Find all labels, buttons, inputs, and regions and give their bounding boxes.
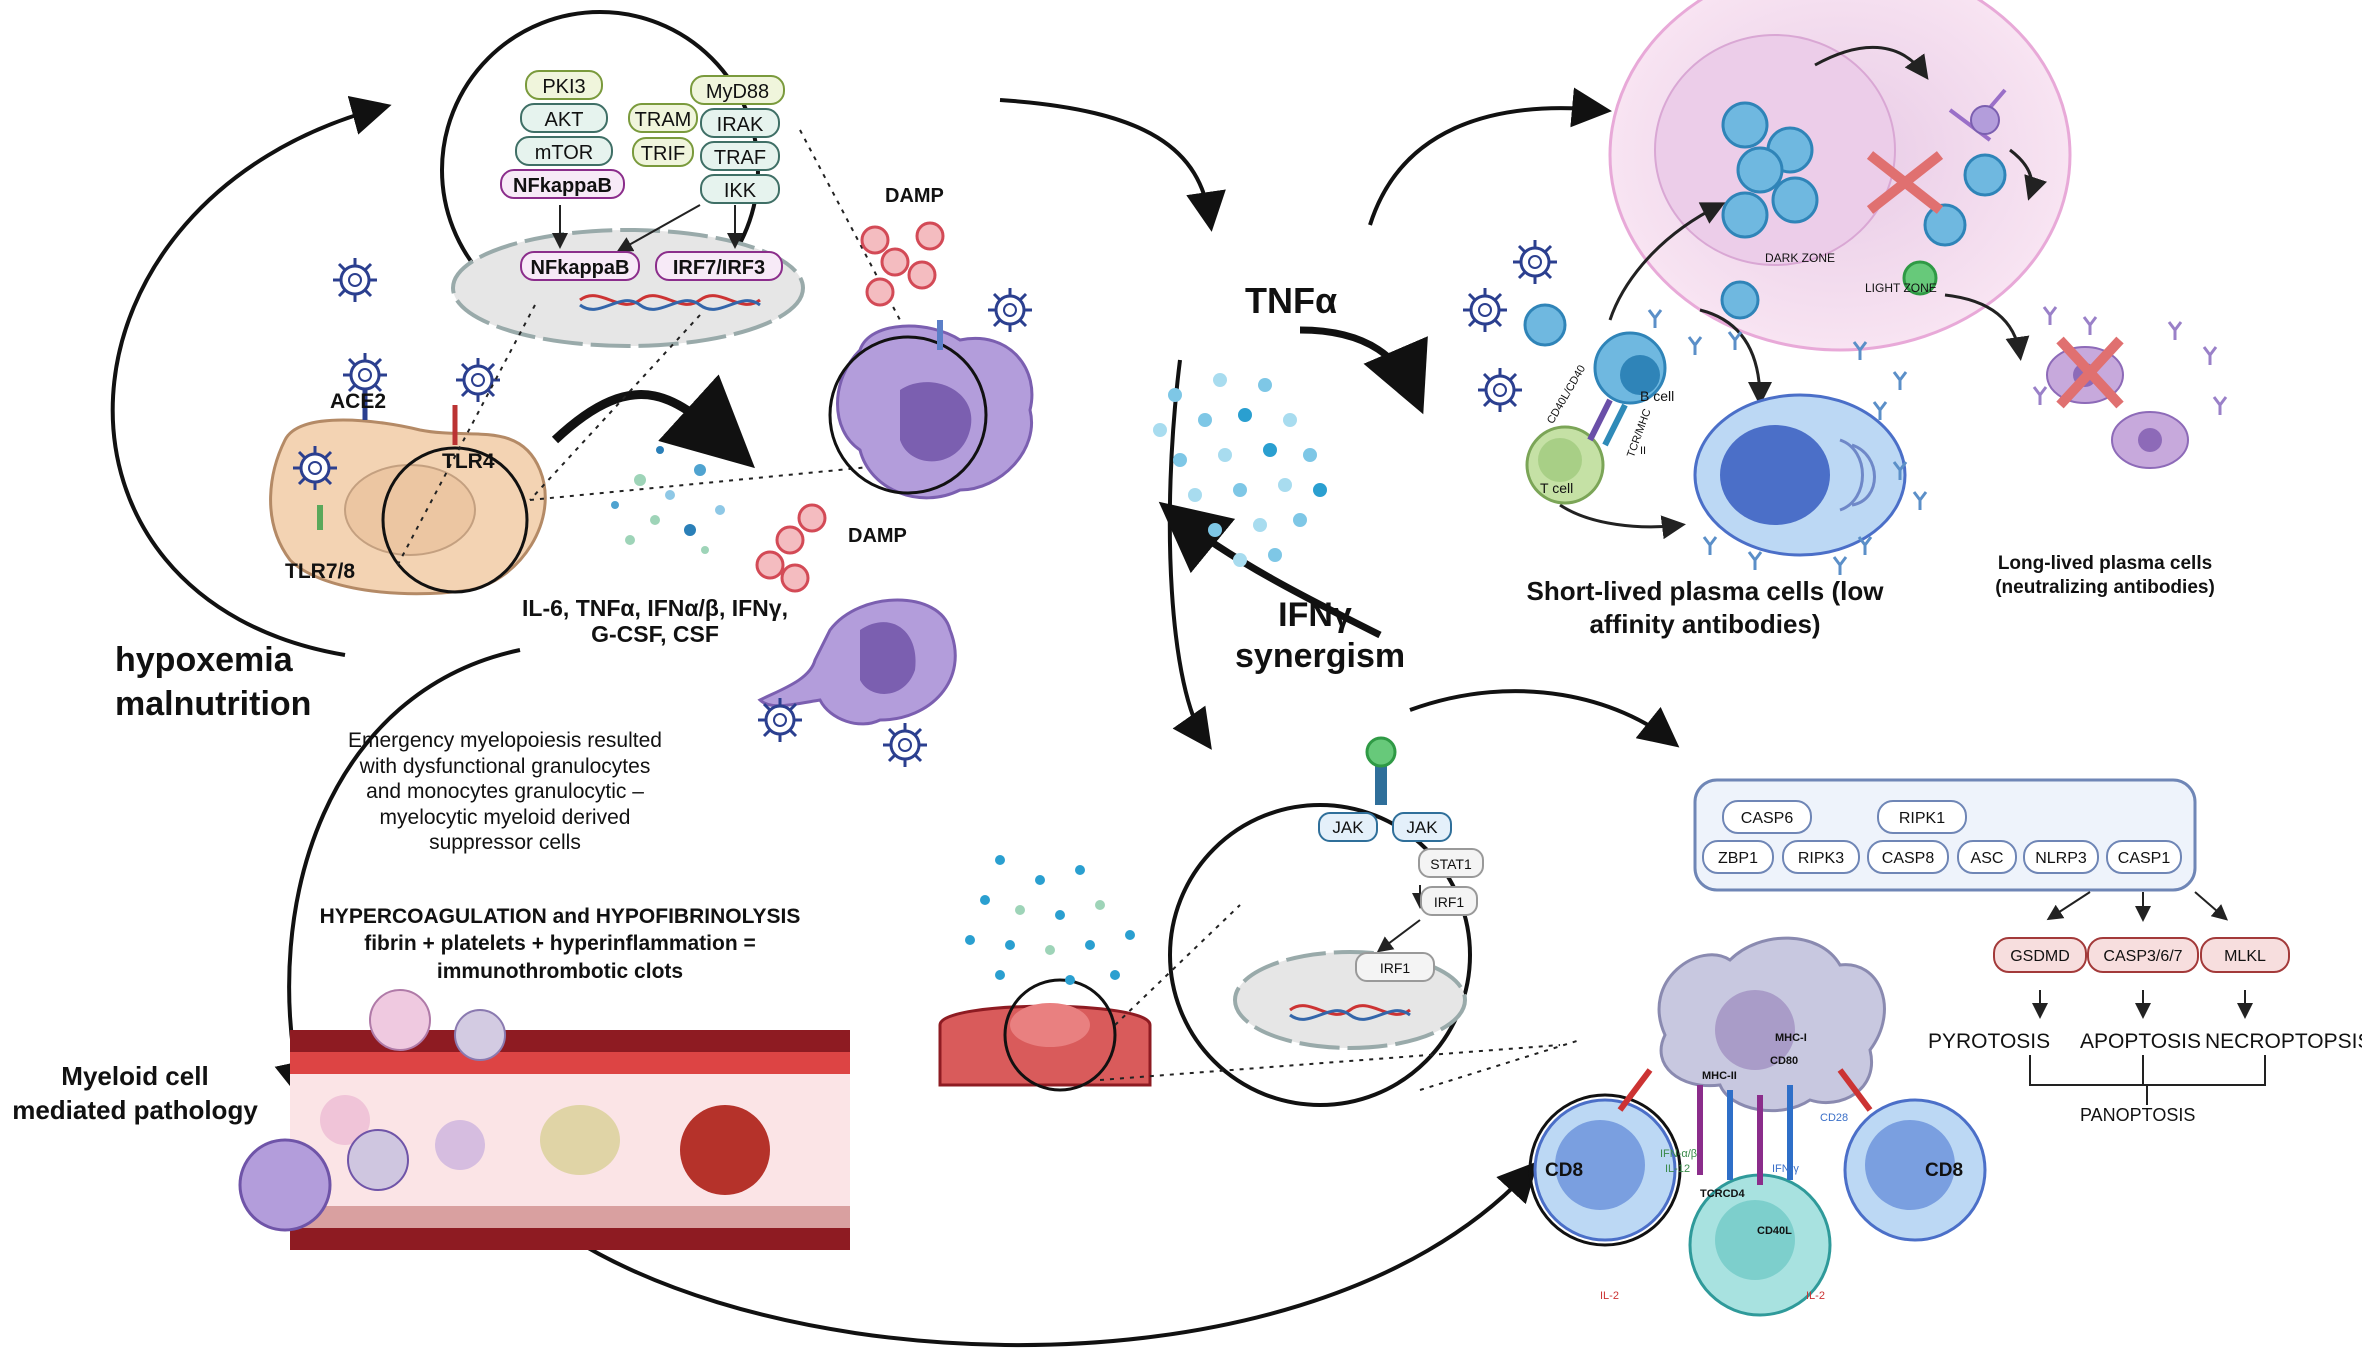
zoom-dotted-lines — [394, 129, 901, 571]
cytokine-dots — [611, 446, 725, 554]
tcrcd4-label: TCRCD4 — [1700, 1188, 1745, 1200]
cytokine-cloud — [1153, 373, 1327, 567]
trif-pill: TRIF — [632, 137, 694, 167]
cd40l-label: CD40L — [1757, 1225, 1792, 1237]
flow-arrows — [110, 87, 1680, 1348]
stat1-pill: STAT1 — [1418, 848, 1484, 878]
endothelial-vessel — [938, 736, 1581, 1107]
germinal-center — [1523, 0, 2072, 352]
mtor-pill: mTOR — [515, 136, 613, 166]
germinal-arrows — [1559, 45, 2048, 540]
traf-pill: TRAF — [700, 141, 780, 171]
casp6-pill: CASP6 — [1722, 800, 1812, 834]
irf-pill: IRF7/IRF3 — [655, 251, 783, 281]
long-lived-plasma-label: Long-lived plasma cells(neutralizing ant… — [1995, 553, 2215, 598]
damp-particles — [755, 221, 945, 593]
il2-left-label: IL-2 — [1600, 1290, 1619, 1302]
apoptosis-label: APOPTOSIS — [2080, 1030, 2201, 1053]
b-cell-label: B cell — [1640, 388, 1675, 404]
blood-vessel-left — [238, 989, 850, 1250]
ifn-ab-label: IFN-α/β — [1660, 1148, 1698, 1160]
asc-pill: ASC — [1957, 840, 2017, 874]
cd8-left-label: CD8 — [1545, 1160, 1584, 1181]
irak-pill: IRAK — [700, 108, 780, 138]
necroptosis-label: NECROPTOPSIS — [2205, 1030, 2362, 1053]
ifng-small-label: IFN-γ — [1772, 1163, 1799, 1175]
jak2-pill: JAK — [1392, 812, 1452, 842]
dark-zone-label: DARK ZONE — [1765, 251, 1836, 265]
short-lived-plasma-cell — [1693, 393, 1907, 557]
akt-pill: AKT — [520, 103, 608, 133]
cd28-label: CD28 — [1820, 1112, 1849, 1124]
t-cell-label: T cell — [1540, 480, 1574, 496]
mhc2-label: MHC-II — [1702, 1070, 1737, 1082]
cytokines-label: IL-6, TNFα, IFNα/β, IFNγ,G-CSF, CSF — [522, 595, 788, 648]
jak1-pill: JAK — [1318, 812, 1378, 842]
il12-label: IL-12 — [1665, 1163, 1691, 1175]
ace2-label: ACE2 — [330, 390, 387, 413]
long-lived-plasma-cells — [2046, 336, 2189, 469]
nlrp3-pill: NLRP3 — [2023, 840, 2099, 874]
t-cell-synapse — [1528, 936, 1987, 1317]
mhc1-label: MHC-I — [1775, 1032, 1807, 1044]
panoptosis-label: PANOPTOSIS — [2080, 1105, 2196, 1125]
epithelial-cell — [269, 256, 547, 596]
irf1-cyto-pill: IRF1 — [1420, 886, 1478, 916]
irf1-nuc-pill: IRF1 — [1355, 952, 1435, 982]
tram-pill: TRAM — [628, 103, 698, 133]
nfkb-cyto-pill: NFkappaB — [500, 169, 625, 199]
tnfa-label: TNFα — [1245, 280, 1338, 321]
myd88-pill: MyD88 — [690, 75, 785, 105]
ripk1-pill: RIPK1 — [1877, 800, 1967, 834]
cd80-label: CD80 — [1770, 1055, 1799, 1067]
cd8-right-label: CD8 — [1925, 1160, 1964, 1181]
nfkb-nuc-pill: NFkappaB — [520, 251, 640, 281]
gsdmd-pill: GSDMD — [1993, 937, 2087, 973]
light-zone-label: LIGHT ZONE — [1865, 281, 1937, 295]
macrophage-bottom — [756, 598, 957, 769]
ripk3-pill: RIPK3 — [1782, 840, 1860, 874]
casp1-pill: CASP1 — [2106, 840, 2182, 874]
tlr78-label: TLR7/8 — [285, 560, 356, 583]
casp8-pill: CASP8 — [1867, 840, 1949, 874]
ikk-pill: IKK — [700, 174, 780, 204]
zbp1-pill: ZBP1 — [1702, 840, 1774, 874]
il2-right-label: IL-2 — [1806, 1290, 1825, 1302]
damp-mid-label: DAMP — [848, 525, 907, 547]
tlr4-label: TLR4 — [442, 450, 495, 473]
pki3-pill: PKI3 — [525, 70, 603, 100]
b-t-cells — [1525, 331, 1667, 505]
pyroptosis-label: PYROTOSIS — [1928, 1030, 2051, 1053]
mlkl-pill: MLKL — [2200, 937, 2290, 973]
damp-top-label: DAMP — [885, 185, 944, 207]
casp367-pill: CASP3/6/7 — [2087, 937, 2199, 973]
macrophage-top — [828, 286, 1034, 500]
tcr-mhc-ii-label: II — [1640, 445, 1647, 457]
